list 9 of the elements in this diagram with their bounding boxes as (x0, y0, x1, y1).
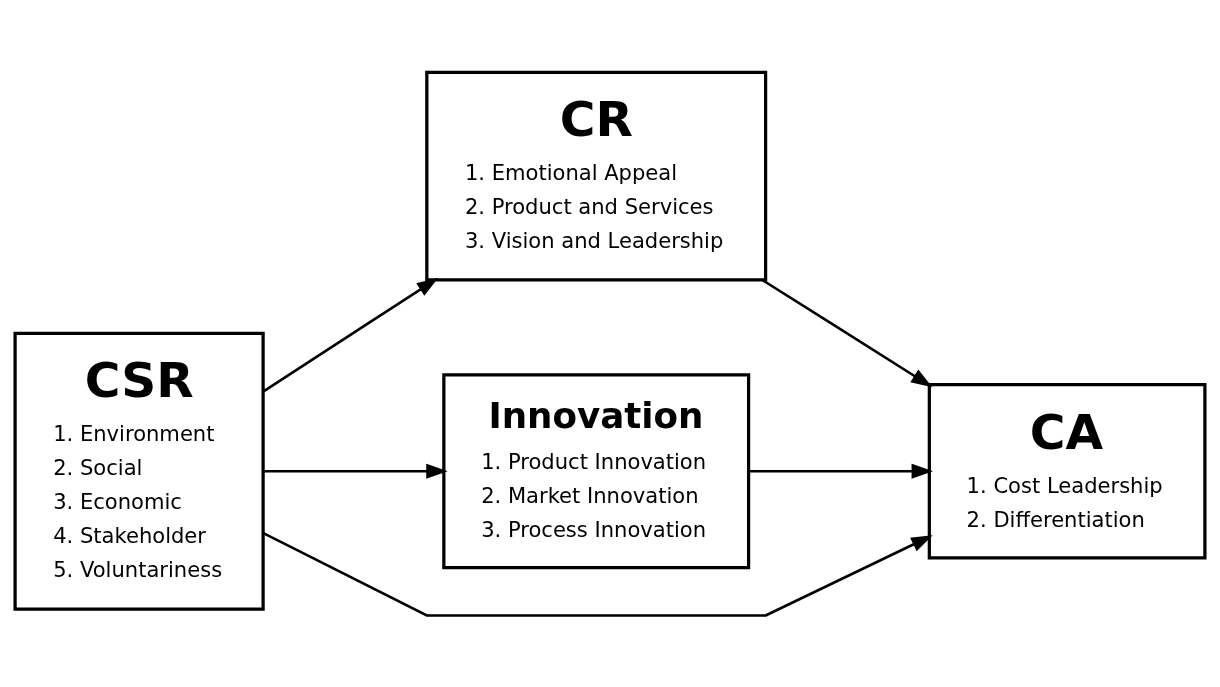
arrow (263, 463, 448, 479)
node-box: CSR 1. Environment 2. Social 3. Economic 4. Stakeholder 5. Voluntariness (13, 331, 265, 611)
node-box: Innovation 1. Product Innovation 2. Market Innovation 3. Process Innovation (442, 372, 751, 569)
node-box: CA 1. Cost Leadership 2. Differentiation (927, 382, 1207, 560)
arrow (762, 278, 933, 387)
arrow (262, 277, 439, 392)
arrow (749, 463, 933, 479)
arrow (262, 531, 933, 617)
node-box: CR 1. Emotional Appeal 2. Product and Services 3. Vision and Leadership (425, 70, 768, 282)
